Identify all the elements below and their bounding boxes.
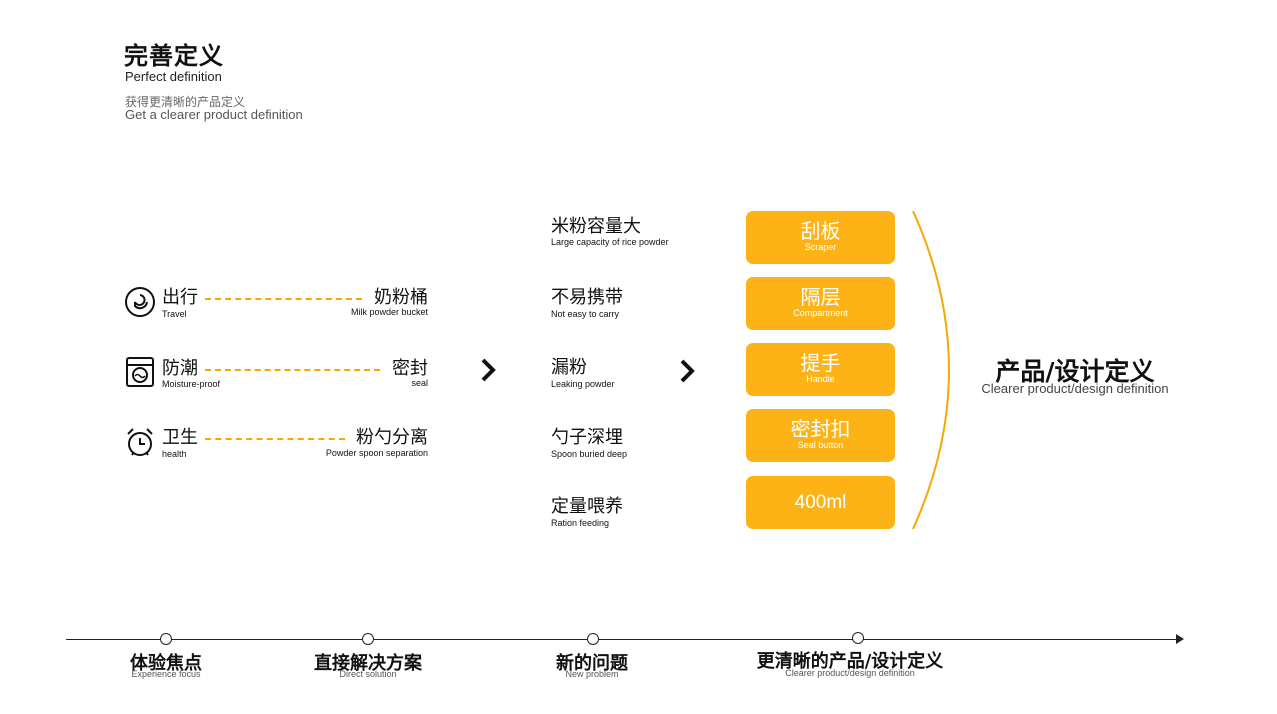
scenario-target: 粉勺分离 [356,427,428,448]
problem-label-en: Large capacity of rice powder [551,237,669,247]
result-title: 产品/设计定义 [995,357,1155,386]
scenario-label: 防潮 [162,358,198,379]
timeline-dot [362,633,374,645]
connector-line [205,298,362,300]
problem-label: 漏粉 [551,357,587,378]
problem-label: 定量喂养 [551,496,623,517]
solution-card: 刮板 Scraper [746,211,895,264]
timeline-dot [587,633,599,645]
timeline-dot [160,633,172,645]
solution-label: 400ml [794,492,847,513]
problem-label: 不易携带 [551,287,623,308]
problem-label-en: Not easy to carry [551,309,620,319]
solution-card: 提手 Handle [746,343,895,396]
problem-label-en: Leaking powder [551,379,615,389]
timeline-step-label: 体验焦点 [130,653,202,674]
timeline-step-label-en: Experience focus [131,669,201,679]
problem-label: 勺子深埋 [551,427,623,448]
solution-card: 隔层 Compartment [746,277,895,330]
scenario-label-en: health [162,449,187,459]
problem-label-en: Spoon buried deep [551,449,628,459]
scenario-label-en: Moisture-proof [162,379,221,389]
solution-card: 密封扣 Seal button [746,409,895,462]
page-subtitle: 获得更清晰的产品定义 [125,95,246,109]
timeline-arrow-icon [1176,634,1184,644]
timeline-dot [852,632,864,644]
timeline-step-label: 直接解决方案 [314,653,422,674]
chevron-right-icon [480,358,498,382]
solution-label-en: Seal button [797,440,844,450]
alarm-clock-icon [124,426,156,458]
timeline-line [66,639,1178,640]
connector-line [205,369,380,371]
solution-label-en: Scraper [804,242,837,252]
scenario-label: 出行 [162,287,198,308]
scenario-target: 密封 [392,358,428,379]
page-title: 完善定义 [124,42,224,70]
timeline-step-label-en: Direct solution [339,669,397,679]
washing-machine-icon [124,356,156,388]
page-title-en: Perfect definition [125,69,222,84]
bracket-arc [912,210,950,530]
timeline-step-label: 更清晰的产品/设计定义 [756,651,944,672]
scenario-target: 奶粉桶 [374,287,428,308]
solution-label: 刮板 [800,219,841,243]
chevron-right-icon [679,359,697,383]
timeline-step-label-en: New problem [565,669,619,679]
solution-label-en: Compartment [793,308,848,318]
solution-label-en: Handle [806,374,835,384]
timeline-step-label: 新的问题 [556,653,628,674]
scenario-label-en: Travel [162,309,187,319]
result-title-en: Clearer product/design definition [981,381,1169,396]
problem-label: 米粉容量大 [551,216,641,237]
connector-line [205,438,345,440]
solution-card: 400ml [746,476,895,529]
page-subtitle-en: Get a clearer product definition [125,107,303,122]
scenario-target-en: seal [411,378,428,388]
scenario-label: 卫生 [162,427,198,448]
scenario-target-en: Milk powder bucket [350,307,428,317]
scenario-target-en: Powder spoon separation [325,448,428,458]
swirl-icon [124,286,156,318]
solution-label: 隔层 [800,285,841,309]
solution-label: 提手 [800,351,841,375]
timeline-step-label-en: Clearer product/design definition [785,668,915,678]
solution-label: 密封扣 [790,417,851,441]
problem-label-en: Ration feeding [551,518,610,528]
